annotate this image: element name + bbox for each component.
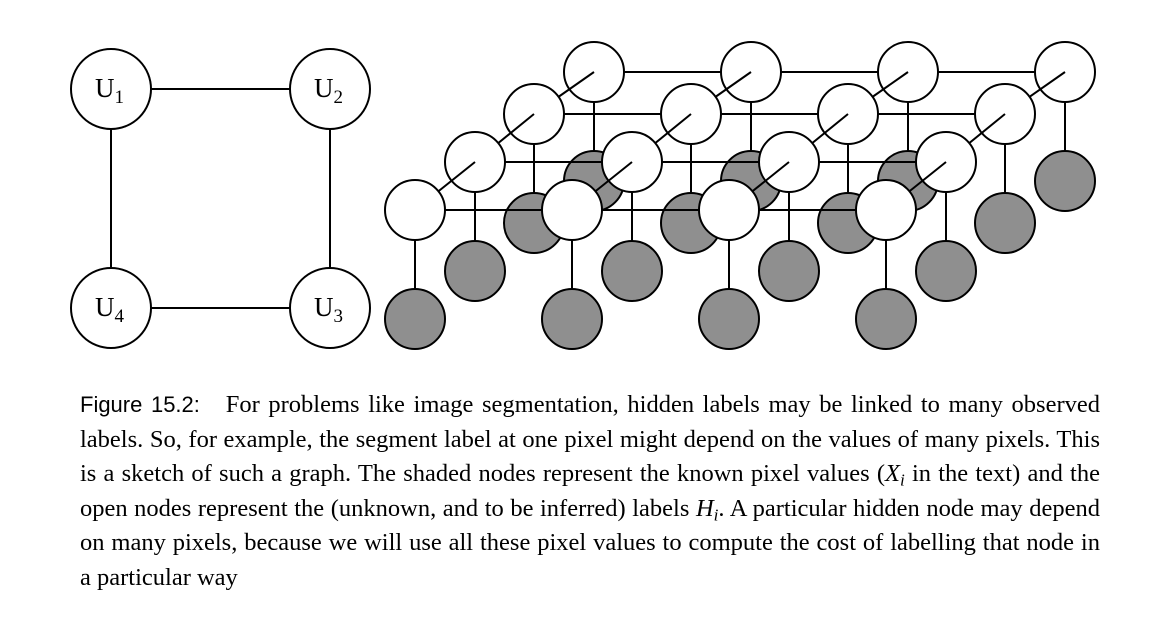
hidden-node (541, 179, 603, 241)
graph-diagram: U1 U2 U3 U4 (70, 41, 1096, 350)
node-u3: U3 (289, 267, 371, 349)
math-h-subscript: i (713, 504, 719, 524)
grid-layers (384, 41, 1096, 350)
observed-node (915, 240, 977, 302)
hidden-node (855, 179, 917, 241)
observed-node (1034, 150, 1096, 212)
svg-text:U1: U1 (95, 73, 124, 108)
svg-text:U2: U2 (314, 73, 343, 108)
caption-text-1: For problems like image segmentation, hi… (80, 391, 1100, 487)
observed-node (444, 240, 506, 302)
figure-graphic: U1 U2 U3 U4 (70, 41, 1096, 350)
node-u4: U4 (70, 267, 152, 349)
observed-node (384, 288, 446, 350)
figure-caption: Figure 15.2: For problems like image seg… (80, 388, 1100, 595)
observed-node (758, 240, 820, 302)
hidden-node (698, 179, 760, 241)
observed-node (601, 240, 663, 302)
caption-text-3: . A particular hidden node may depend on… (80, 494, 1100, 591)
pixel-label-grid-graph (384, 41, 1096, 350)
observed-node (974, 192, 1036, 254)
node-u2: U2 (289, 48, 371, 130)
grid-row-4 (384, 161, 947, 350)
caption-text-2: in the text) and the open nodes represen… (80, 460, 1100, 522)
observed-node (541, 288, 603, 350)
figure-label-separator: : (193, 392, 200, 417)
math-x: X (885, 460, 900, 487)
figure-label: Figure 15.2 (80, 392, 194, 417)
math-x-subscript: i (899, 470, 905, 490)
hidden-node (384, 179, 446, 241)
node-u1: U1 (70, 48, 152, 130)
svg-text:U3: U3 (314, 292, 343, 327)
observed-node (855, 288, 917, 350)
cycle-graph: U1 U2 U3 U4 (70, 48, 371, 349)
observed-node (698, 288, 760, 350)
math-h: H (695, 494, 714, 522)
svg-text:U4: U4 (95, 292, 125, 327)
